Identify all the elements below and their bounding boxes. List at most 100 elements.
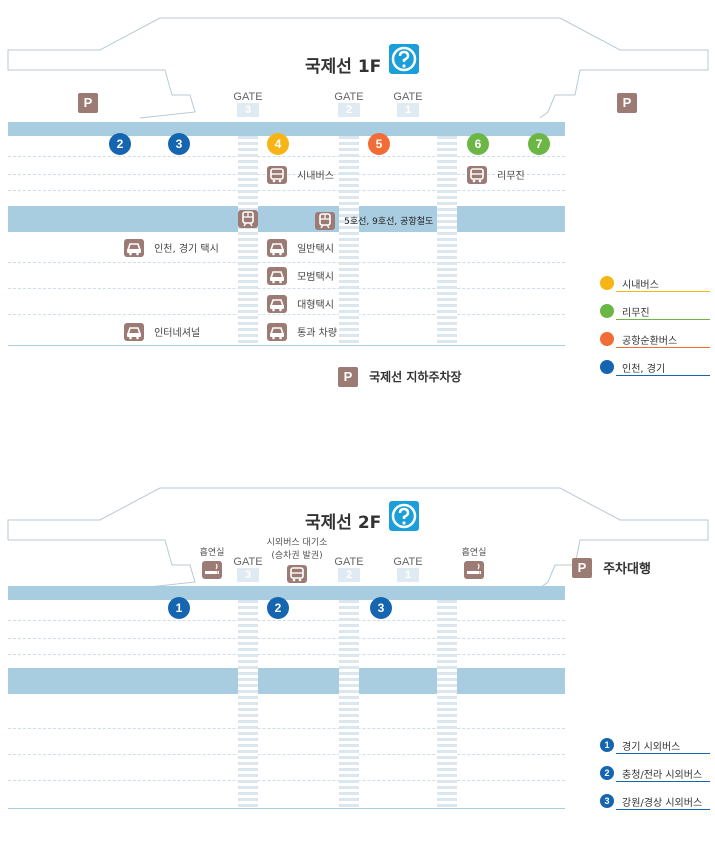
lane-line [8, 638, 565, 639]
crosswalk-2 [339, 136, 359, 344]
gate-2[interactable]: GATE 2 [329, 91, 369, 117]
underground-parking[interactable]: P 국제선 지하주차장 [338, 366, 462, 387]
bus-waiting-area[interactable]: 시외버스 대기소 (승차권 발권) [258, 535, 336, 583]
bus-icon [287, 565, 307, 583]
floor2-map: 국제선 2F 흡연실 흡연실 시외버스 대기소 (승차권 발권) GATE 3 … [0, 470, 715, 856]
question-icon [391, 503, 417, 529]
transit-label: 통과 차량 [297, 328, 338, 339]
stop-3[interactable]: 3 [168, 133, 190, 155]
legend-underline [616, 809, 710, 810]
stop-7[interactable]: 7 [528, 133, 550, 155]
parking-badge: P [338, 366, 358, 387]
floor1-title: 국제선 1F [305, 57, 382, 77]
lane-line [8, 620, 565, 621]
crosswalk-2 [339, 600, 359, 807]
gate-1[interactable]: GATE 1 [388, 91, 428, 117]
legend-item: 2 충청/전라 시외버스 [600, 764, 710, 782]
gate-1[interactable]: GATE 1 [388, 556, 428, 582]
gate-label: GATE [233, 91, 263, 103]
floor2-help-button[interactable] [389, 501, 419, 531]
legend-item: 3 강원/경상 시외버스 [600, 792, 710, 810]
taxi-international[interactable]: 인터네셔널 [124, 321, 200, 341]
road-band-middle [8, 206, 565, 232]
bus-waiting-label: 시외버스 대기소 [266, 538, 328, 548]
taxi-icon [267, 266, 287, 285]
floor1-legend: 시내버스 리무진 공항순환버스 인천, 경기 [600, 274, 710, 376]
gate-2[interactable]: GATE 2 [329, 556, 369, 582]
crosswalk-1 [437, 136, 457, 344]
limousine-label: 리무진 [497, 171, 525, 182]
transit-vehicle[interactable]: 통과 차량 [267, 321, 337, 341]
legend-dot [600, 304, 614, 318]
gate-number: 2 [338, 103, 360, 117]
subway-station[interactable]: 5호선, 9호선, 공항철도 [315, 210, 433, 230]
parking-right-badge[interactable]: P [617, 93, 637, 113]
taxi-icon [124, 238, 144, 257]
smoking-icon [202, 561, 222, 579]
road-band-middle [8, 668, 565, 694]
taxi-deluxe[interactable]: 모범택시 [267, 265, 334, 285]
taxi-regular[interactable]: 일반택시 [267, 237, 334, 257]
gate-number: 1 [397, 103, 419, 117]
taxi-incheon-gyeonggi[interactable]: 인천, 경기 택시 [124, 237, 219, 257]
legend-item: 공항순환버스 [600, 330, 710, 348]
legend-item: 인천, 경기 [600, 358, 710, 376]
floor2-building-outline [7, 487, 709, 589]
intercity-stop-2[interactable]: 2 [267, 597, 289, 619]
road-band-top [8, 122, 565, 136]
legend-label: 충청/전라 시외버스 [622, 770, 703, 781]
legend-label: 시내버스 [622, 280, 659, 291]
intercity-stop-3[interactable]: 3 [370, 597, 392, 619]
underground-parking-label: 국제선 지하주차장 [369, 370, 462, 384]
gate-label: GATE [393, 556, 423, 568]
gate-number: 3 [237, 568, 259, 582]
legend-label: 강원/경상 시외버스 [622, 798, 703, 809]
smoking-room-right[interactable]: 흡연실 [456, 545, 492, 579]
gate-3[interactable]: GATE 3 [228, 91, 268, 117]
lane-baseline [8, 808, 565, 809]
legend-underline [616, 753, 710, 754]
floor1-help-button[interactable] [389, 44, 419, 74]
stop-5[interactable]: 5 [368, 133, 390, 155]
parking-left-badge[interactable]: P [78, 93, 98, 113]
intercity-stop-1[interactable]: 1 [168, 597, 190, 619]
lane-line [8, 728, 565, 729]
taxi-regular-label: 일반택시 [297, 244, 334, 255]
legend-number: 2 [600, 766, 614, 780]
stop-2[interactable]: 2 [109, 133, 131, 155]
gate-number: 2 [338, 568, 360, 582]
gate-label: GATE [393, 91, 423, 103]
train-icon [315, 211, 335, 230]
city-bus-stop[interactable]: 시내버스 [267, 164, 334, 184]
legend-item: 시내버스 [600, 274, 710, 292]
legend-dot [600, 276, 614, 290]
gate-label: GATE [334, 91, 364, 103]
lane-line [8, 654, 565, 655]
valet-parking[interactable]: P 주차대행 [572, 557, 651, 578]
taxi-icon [267, 294, 287, 313]
bus-waiting-sublabel: (승차권 발권) [271, 551, 323, 561]
stop-6[interactable]: 6 [467, 133, 489, 155]
limousine-stop[interactable]: 리무진 [467, 164, 525, 184]
gate-3[interactable]: GATE 3 [228, 556, 268, 582]
lane-line [8, 262, 565, 263]
legend-label: 공항순환버스 [622, 336, 678, 347]
legend-dot [600, 332, 614, 346]
taxi-deluxe-label: 모범택시 [297, 272, 334, 283]
lane-line [8, 780, 565, 781]
legend-underline [616, 347, 710, 348]
question-icon [391, 46, 417, 72]
taxi-large[interactable]: 대형택시 [267, 293, 334, 313]
valet-label: 주차대행 [603, 562, 651, 577]
smoking-icon [464, 561, 484, 579]
stop-4[interactable]: 4 [267, 133, 289, 155]
taxi-icon [124, 322, 144, 341]
lane-line [8, 190, 565, 191]
parking-badge: P [572, 557, 592, 578]
legend-label: 인천, 경기 [622, 364, 666, 375]
taxi-large-label: 대형택시 [297, 300, 334, 311]
lane-line [8, 754, 565, 755]
lane-baseline [8, 345, 565, 346]
smoking-room-left[interactable]: 흡연실 [194, 545, 230, 579]
train-icon[interactable] [238, 210, 258, 228]
